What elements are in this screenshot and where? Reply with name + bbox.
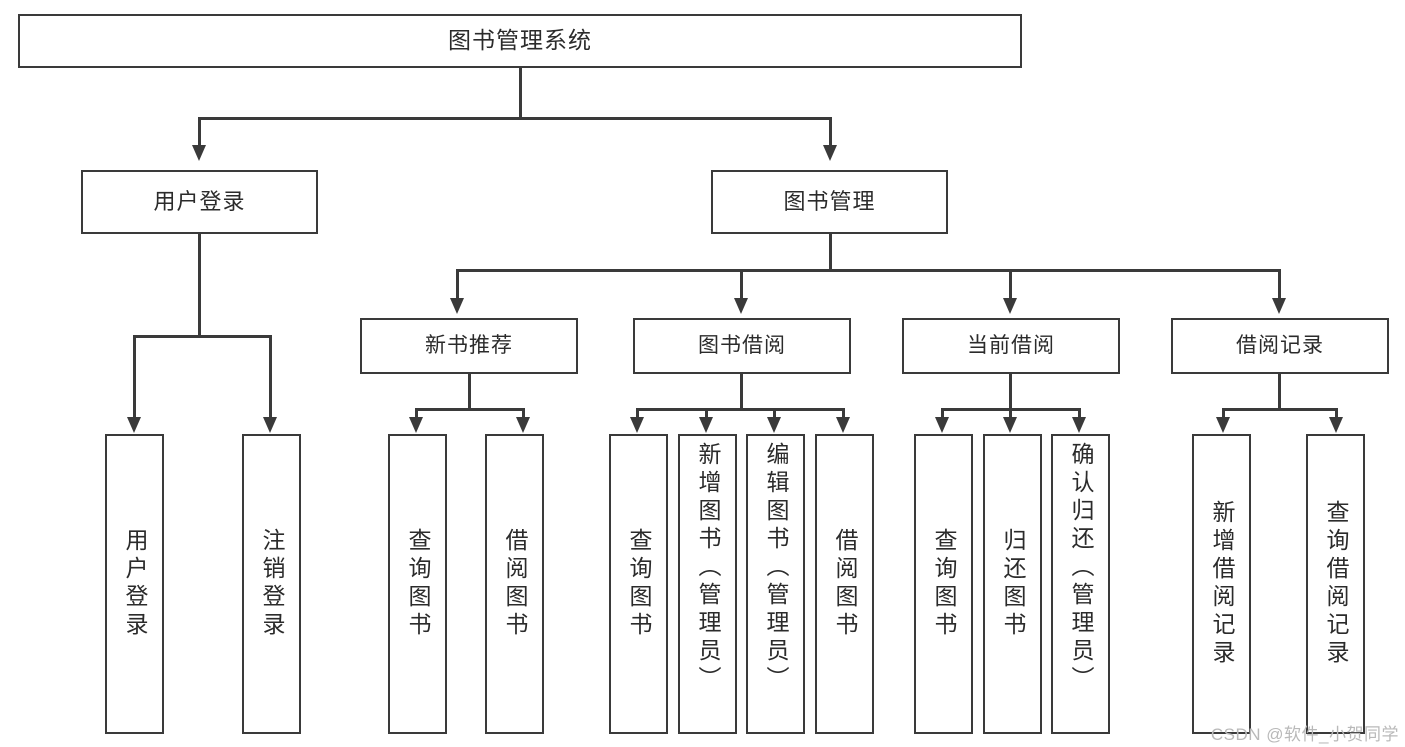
arrow-bm-to-current-borrow (1003, 298, 1017, 314)
leaf-confirm-return-admin[interactable]: 确认归还（管理员） (1051, 434, 1110, 734)
leaf-borrow-book[interactable]: 借阅图书 (815, 434, 874, 734)
leaf-label: 借阅图书 (832, 528, 858, 640)
node-label: 用户登录 (153, 188, 246, 214)
node-new-book-recommend[interactable]: 新书推荐 (360, 318, 578, 374)
arrow-bb-to-leaf-2 (699, 417, 713, 433)
leaf-label: 归还图书 (1000, 528, 1026, 640)
connector-bb-to-leaf-4 (842, 408, 845, 419)
connector-book-borrow-bus (636, 408, 845, 411)
leaf-query-book-current[interactable]: 查询图书 (914, 434, 973, 734)
arrow-bb-to-leaf-1 (630, 417, 644, 433)
node-label: 当前借阅 (967, 334, 1055, 358)
connector-new-book-to-leaf-1 (415, 408, 418, 419)
connector-bm-to-borrow-record (1278, 269, 1281, 300)
leaf-borrow-book-recommend[interactable]: 借阅图书 (485, 434, 544, 734)
connector-new-book-to-leaf-2 (522, 408, 525, 419)
watermark-text: CSDN @软件_小贺同学 (1210, 725, 1399, 744)
arrow-cb-to-leaf-3 (1072, 417, 1086, 433)
node-current-borrow[interactable]: 当前借阅 (902, 318, 1120, 374)
connector-br-to-leaf-2 (1335, 408, 1338, 419)
connector-cb-to-leaf-1 (941, 408, 944, 419)
arrow-br-to-leaf-1 (1216, 417, 1230, 433)
connector-user-login-to-leaf-1 (133, 335, 136, 419)
arrow-user-login-to-leaf-1 (127, 417, 141, 433)
connector-br-to-leaf-1 (1222, 408, 1225, 419)
node-label: 图书管理 (783, 188, 876, 214)
leaf-return-book[interactable]: 归还图书 (983, 434, 1042, 734)
arrow-new-book-to-leaf-1 (409, 417, 423, 433)
node-borrow-record[interactable]: 借阅记录 (1171, 318, 1389, 374)
leaf-edit-book-admin[interactable]: 编辑图书（管理员） (746, 434, 805, 734)
arrow-cb-to-leaf-2 (1003, 417, 1017, 433)
arrow-cb-to-leaf-1 (935, 417, 949, 433)
leaf-label: 借阅图书 (502, 528, 528, 640)
node-user-login[interactable]: 用户登录 (81, 170, 318, 234)
arrow-root-to-user-login (192, 145, 206, 161)
connector-root-to-book-management (829, 117, 832, 147)
node-book-management-system[interactable]: 图书管理系统 (18, 14, 1022, 68)
connector-current-borrow-stem (1009, 374, 1012, 408)
node-label: 借阅记录 (1236, 334, 1324, 358)
leaf-label: 查询图书 (931, 528, 957, 640)
connector-bb-to-leaf-3 (773, 408, 776, 419)
node-label: 新书推荐 (425, 334, 513, 358)
connector-book-management-bus (456, 269, 1279, 272)
leaf-add-book-admin[interactable]: 新增图书（管理员） (678, 434, 737, 734)
connector-book-borrow-stem (740, 374, 743, 408)
connector-borrow-record-stem (1278, 374, 1281, 408)
arrow-bm-to-new-book (450, 298, 464, 314)
arrow-br-to-leaf-2 (1329, 417, 1343, 433)
connector-user-login-to-leaf-2 (269, 335, 272, 419)
connector-user-login-bus (133, 335, 272, 338)
arrow-root-to-book-management (823, 145, 837, 161)
connector-user-login-stem (198, 234, 201, 335)
connector-cb-to-leaf-3 (1078, 408, 1081, 419)
leaf-label: 编辑图书（管理员） (763, 442, 789, 694)
leaf-label: 用户登录 (122, 528, 148, 640)
connector-new-book-stem (468, 374, 471, 408)
connector-root-to-user-login (198, 117, 201, 147)
arrow-user-login-to-leaf-2 (263, 417, 277, 433)
arrow-new-book-to-leaf-2 (516, 417, 530, 433)
connector-cb-to-leaf-2 (1009, 408, 1012, 419)
leaf-label: 确认归还（管理员） (1068, 442, 1094, 694)
node-book-borrow[interactable]: 图书借阅 (633, 318, 851, 374)
node-label: 图书借阅 (698, 334, 786, 358)
leaf-user-login[interactable]: 用户登录 (105, 434, 164, 734)
connector-root-stem (519, 68, 522, 117)
connector-bb-to-leaf-1 (636, 408, 639, 419)
arrow-bm-to-borrow-record (1272, 298, 1286, 314)
connector-bm-to-new-book (456, 269, 459, 300)
connector-bm-to-current-borrow (1009, 269, 1012, 300)
leaf-label: 查询图书 (626, 528, 652, 640)
leaf-logout[interactable]: 注销登录 (242, 434, 301, 734)
node-book-management[interactable]: 图书管理 (711, 170, 948, 234)
leaf-label: 新增图书（管理员） (695, 442, 721, 694)
connector-book-management-stem (829, 234, 832, 269)
connector-root-bus (198, 117, 832, 120)
arrow-bb-to-leaf-4 (836, 417, 850, 433)
leaf-query-book[interactable]: 查询图书 (609, 434, 668, 734)
connector-bb-to-leaf-2 (705, 408, 708, 419)
arrow-bb-to-leaf-3 (767, 417, 781, 433)
connector-new-book-bus (415, 408, 525, 411)
leaf-label: 查询借阅记录 (1323, 500, 1349, 668)
leaf-label: 查询图书 (405, 528, 431, 640)
arrow-bm-to-book-borrow (734, 298, 748, 314)
connector-borrow-record-bus (1222, 408, 1338, 411)
leaf-query-borrow-record[interactable]: 查询借阅记录 (1306, 434, 1365, 734)
leaf-label: 注销登录 (259, 528, 285, 640)
leaf-label: 新增借阅记录 (1209, 500, 1235, 668)
leaf-query-book-recommend[interactable]: 查询图书 (388, 434, 447, 734)
leaf-add-borrow-record[interactable]: 新增借阅记录 (1192, 434, 1251, 734)
connector-bm-to-book-borrow (740, 269, 743, 300)
node-label: 图书管理系统 (448, 27, 592, 54)
